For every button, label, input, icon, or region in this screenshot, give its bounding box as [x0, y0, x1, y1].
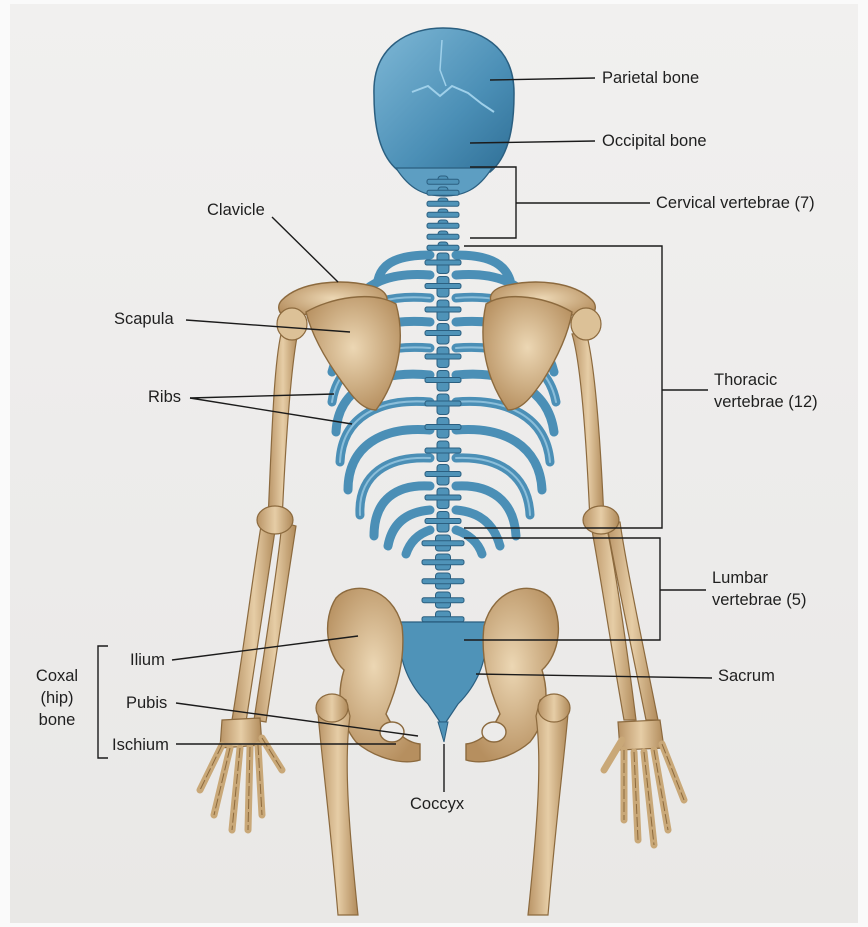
vertebra-process — [425, 448, 461, 453]
left-arm — [200, 330, 298, 830]
vertebra-process — [427, 245, 459, 250]
label-thoracic-line2: vertebrae (12) — [714, 392, 818, 412]
vertebra-process — [422, 579, 464, 584]
label-ilium: Ilium — [130, 650, 165, 670]
vertebra-process — [422, 617, 464, 622]
vertebra-process — [422, 598, 464, 603]
vertebra-process — [425, 425, 461, 430]
vertebra-process — [425, 401, 461, 406]
right-arm — [572, 332, 684, 845]
vertebra-process — [425, 378, 461, 383]
label-thoracic-line1: Thoracic — [714, 370, 777, 390]
skull — [374, 28, 514, 196]
label-coxal-line2: (hip) — [22, 688, 92, 708]
vertebra-process — [427, 234, 459, 239]
label-scapula: Scapula — [114, 309, 174, 329]
vertebra-process — [425, 519, 461, 524]
vertebra-process — [427, 201, 459, 206]
vertebra-process — [427, 190, 459, 195]
label-ischium: Ischium — [112, 735, 169, 755]
label-coxal-line1: Coxal — [22, 666, 92, 686]
label-lumbar-line2: vertebrae (5) — [712, 590, 806, 610]
vertebra-process — [422, 560, 464, 565]
label-pubis: Pubis — [126, 693, 167, 713]
vertebra-process — [427, 212, 459, 217]
label-sacrum: Sacrum — [718, 666, 775, 686]
vertebra-process — [425, 331, 461, 336]
label-coccyx: Coccyx — [410, 794, 464, 814]
vertebra-process — [427, 223, 459, 228]
vertebra-process — [425, 472, 461, 477]
vertebra-process — [425, 284, 461, 289]
label-parietal-bone: Parietal bone — [602, 68, 699, 88]
vertebra-process — [422, 541, 464, 546]
vertebra-process — [425, 495, 461, 500]
vertebra-process — [425, 260, 461, 265]
vertebra-process — [425, 354, 461, 359]
label-cervical-vertebrae: Cervical vertebrae (7) — [656, 193, 815, 213]
label-ribs: Ribs — [148, 387, 181, 407]
label-lumbar-line1: Lumbar — [712, 568, 768, 588]
vertebra-process — [427, 179, 459, 184]
label-occipital-bone: Occipital bone — [602, 131, 707, 151]
vertebral-column — [422, 176, 464, 627]
label-clavicle: Clavicle — [207, 200, 265, 220]
label-coxal-line3: bone — [22, 710, 92, 730]
vertebra-process — [425, 307, 461, 312]
